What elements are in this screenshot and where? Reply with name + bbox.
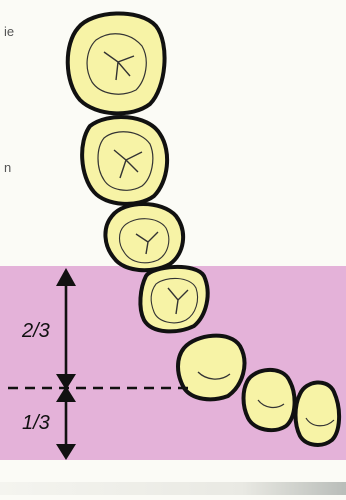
lower-arrow-head-top	[56, 386, 76, 402]
upper-arrow-head-bottom	[56, 374, 76, 390]
tooth-canine	[176, 333, 247, 402]
upper-fraction-label: 2/3	[21, 320, 50, 342]
tooth-central-incisor	[293, 380, 341, 447]
tooth-lateral-incisor	[241, 368, 297, 433]
lower-fraction-label: 1/3	[22, 412, 50, 434]
edge-text-middle: n	[4, 160, 12, 175]
tooth-second-premolar	[103, 202, 186, 273]
tooth-first-molar	[80, 115, 170, 206]
bottom-strip	[0, 482, 346, 495]
edge-text-top: ie	[4, 24, 15, 39]
tooth-second-molar	[65, 11, 167, 116]
lower-arrow-head-bottom	[56, 444, 76, 460]
upper-arrow-head-top	[56, 268, 76, 286]
tooth-first-premolar	[138, 264, 210, 334]
